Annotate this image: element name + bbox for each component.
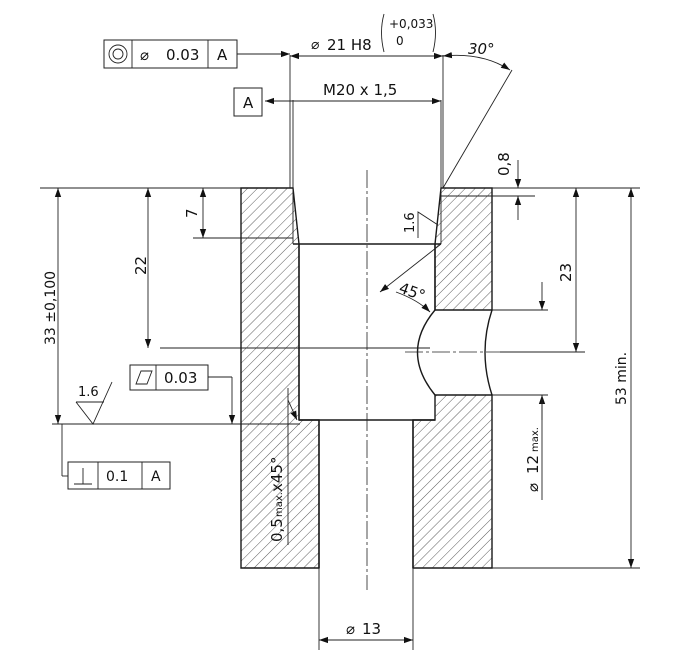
concentricity-icon [108,44,128,64]
small-bore-diameter-symbol: ⌀ [346,620,355,638]
bottom-surface-finish: 1.6 [75,381,113,425]
bore-tol-upper: +0,033 [389,17,433,31]
overall-height-text: 33 ±0,100 [43,271,59,345]
cross-hole-position-text: 23 [557,263,575,282]
right-section-wall-upper [434,187,493,311]
chamfer-depth-text: 0,8 [495,152,513,176]
chamfer-depth-dimension: 0,8 [441,152,535,220]
thread-surface-finish: 1.6 [403,211,439,238]
bore-diameter-symbol: ⌀ [311,37,320,53]
edge-break-angle: x45° [268,457,286,492]
datum-a-box: A [233,87,263,117]
cross-hole-diameter-text: 12 [524,455,542,474]
right-section-wall-lower [412,394,493,569]
thread-text: M20 x 1,5 [323,81,397,99]
concentricity-datum: A [217,46,228,64]
flatness-icon [135,370,153,385]
small-bore-diameter-text: 13 [362,620,381,638]
chamfer-45-dimension: 45° [379,243,442,313]
cross-hole-diameter-max: max. [530,427,541,452]
thread-surface-finish-text: 1.6 [403,212,418,233]
overall-height-dimension: 33 ±0,100 [40,187,300,425]
bore-diameter-text: 21 H8 [327,36,372,54]
flatness-tolerance: 0.03 [164,369,197,387]
cross-hole-diameter-symbol: ⌀ [524,483,542,492]
part-section [240,187,493,569]
cross-hole-position-dimension: 23 [492,187,585,353]
edge-break-value: 0,5 [268,518,286,542]
concentricity-fcf: ⌀ 0.03 A [103,39,290,69]
bore-tol-lower: 0 [396,34,404,48]
total-length-dimension: 53 min. [492,187,640,569]
bottom-surface-finish-text: 1.6 [78,385,99,400]
angle-30-leader [442,69,513,189]
concentricity-diameter-symbol: ⌀ [140,46,149,64]
bore-depth-text: 22 [132,256,150,275]
perpendicularity-fcf: 0.1 A [61,424,171,490]
angle-30-text: 30° [468,40,495,58]
flatness-fcf: 0.03 [129,364,236,424]
edge-break-dimension: 0,5 max. x45° [268,388,298,545]
top-dimensions: ⌀ 21 H8 +0,033 0 M20 x 1,5 30° [265,13,513,189]
perpendicularity-icon [74,468,92,485]
perpendicularity-datum: A [151,469,161,485]
datum-a-label: A [243,94,254,112]
cross-hole-curve-left [416,309,436,396]
perpendicularity-tolerance: 0.1 [106,469,128,485]
concentricity-tolerance: 0.03 [166,46,199,64]
small-bore-diameter-dimension: ⌀ 13 [318,568,414,650]
cross-hole-diameter-dimension: ⌀ 12 max. [492,282,548,500]
edge-break-max: max. [274,492,285,517]
chamfer-45-text: 45° [397,279,428,305]
total-length-text: 53 min. [614,352,630,405]
cross-hole-curve-right [484,309,493,396]
thread-depth-text: 7 [183,208,201,218]
